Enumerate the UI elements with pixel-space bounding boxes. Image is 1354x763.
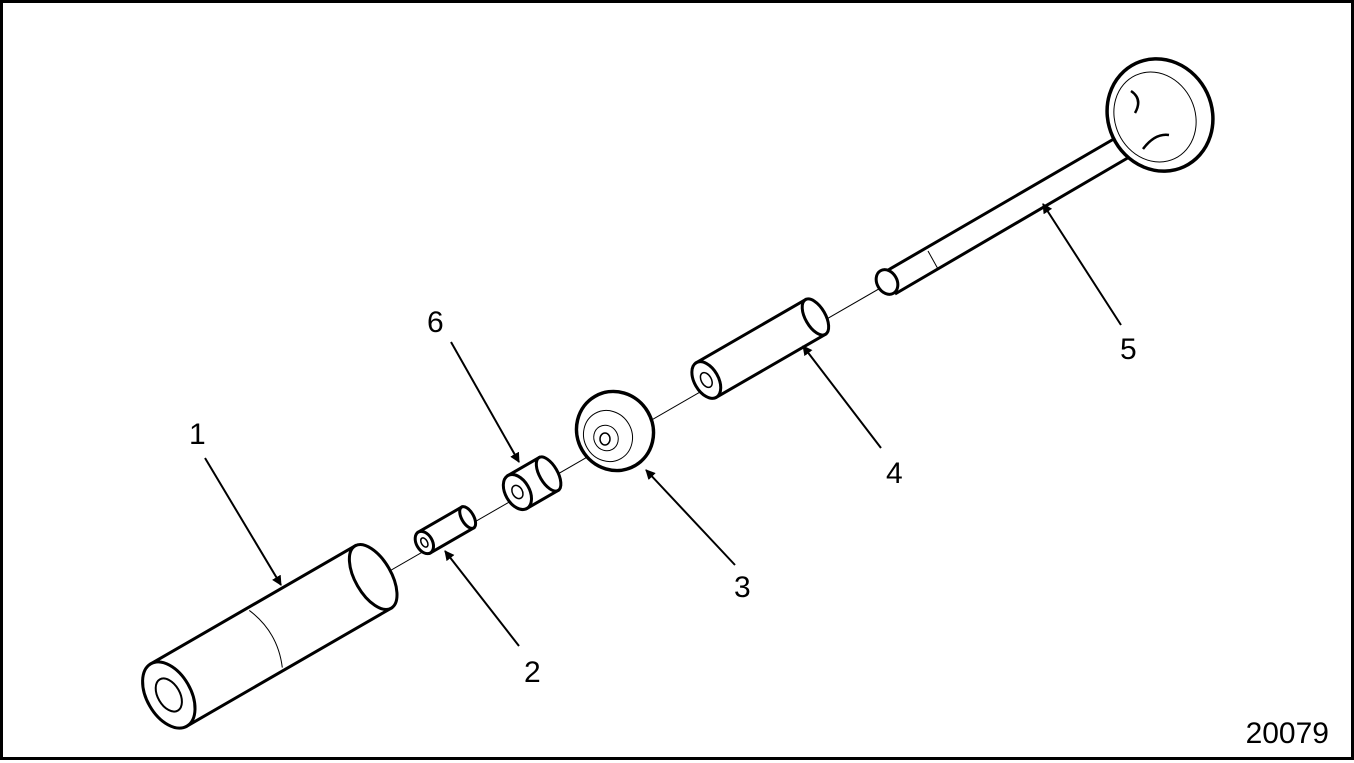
callout-5: 5 bbox=[1120, 333, 1137, 366]
callout-3: 3 bbox=[734, 571, 751, 604]
callout-4: 4 bbox=[886, 457, 903, 490]
callout-6: 6 bbox=[427, 306, 444, 339]
callout-2: 2 bbox=[524, 656, 541, 689]
part-3-washer bbox=[574, 389, 656, 473]
callout-1: 1 bbox=[189, 418, 206, 451]
leader-1 bbox=[204, 457, 282, 586]
leader-6 bbox=[450, 341, 520, 463]
leader-5 bbox=[1042, 203, 1122, 326]
part-2-pin bbox=[413, 505, 478, 556]
exploded-assembly-drawing bbox=[141, 57, 1215, 730]
part-6-bushing bbox=[501, 455, 563, 512]
part-1-sleeve bbox=[141, 543, 399, 730]
part-5-valve bbox=[874, 57, 1215, 296]
figure-number: 20079 bbox=[1245, 717, 1329, 750]
leader-4 bbox=[802, 345, 882, 449]
part-4-guide bbox=[690, 297, 831, 400]
leader-2 bbox=[444, 550, 520, 647]
leader-3 bbox=[645, 469, 736, 566]
